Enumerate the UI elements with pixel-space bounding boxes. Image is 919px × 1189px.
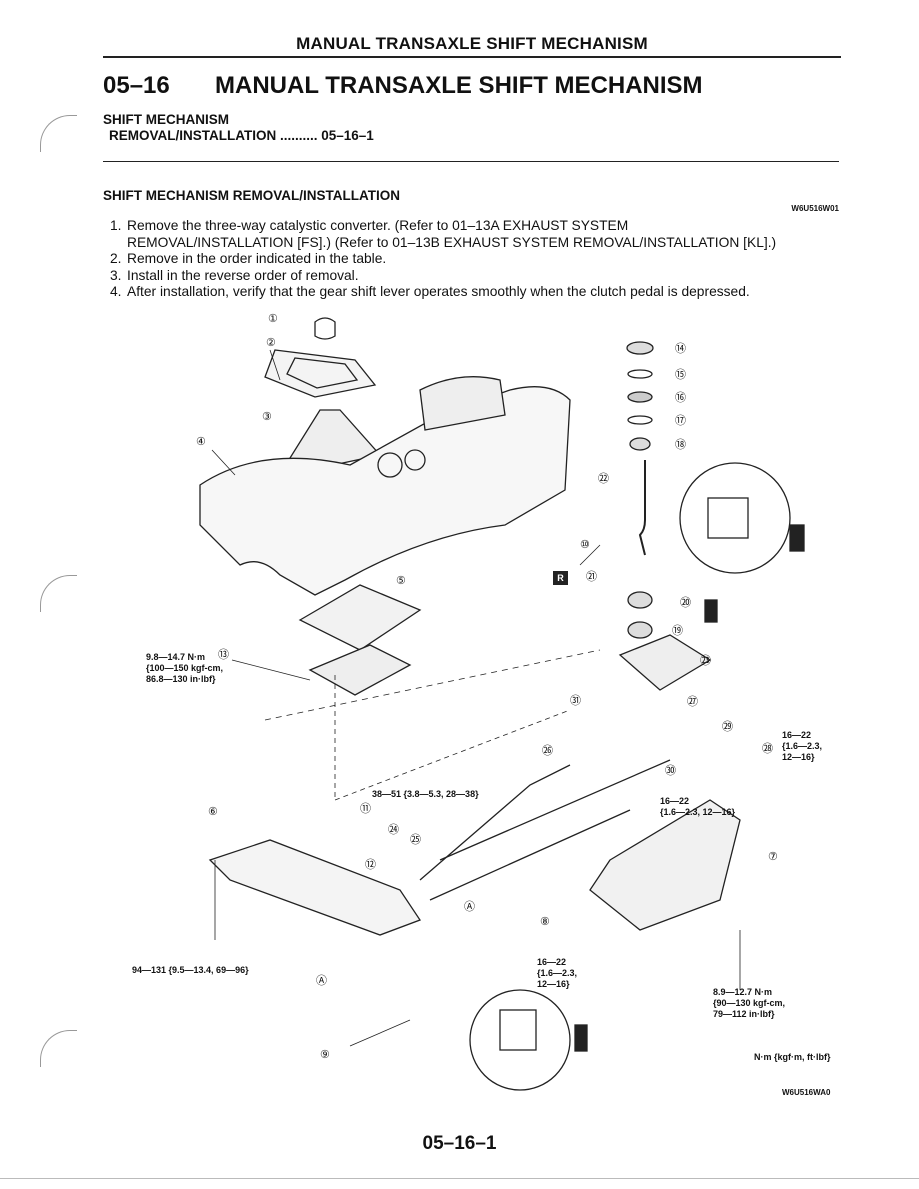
callout-15: ⑮ [675, 368, 686, 381]
callout-31: ㉛ [570, 694, 581, 707]
callout-a-upper: Ⓐ [464, 900, 475, 913]
torque-spec-38: 38—51 {3.8—5.3, 28—38} [372, 789, 479, 799]
callout-6: ⑥ [208, 806, 218, 818]
callout-11: ⑪ [360, 802, 371, 815]
center-console [199, 386, 571, 596]
section-title: 05–16 MANUAL TRANSAXLE SHIFT MECHANISM [103, 72, 703, 100]
callout-26: ㉖ [542, 744, 553, 757]
torque-spec-28: 16—22 {1.6—2.3, 12—16} [782, 730, 823, 762]
callout-17: ⑰ [675, 414, 686, 427]
torque-spec-8: 16—22 {1.6—2.3, 12—16} [537, 957, 578, 989]
callout-8: ⑧ [540, 916, 550, 928]
callout-20: ⑳ [680, 596, 691, 609]
detail-view-top [679, 462, 791, 574]
toc-rule [103, 161, 839, 162]
callout-10: ⑩ [580, 539, 590, 551]
section-name: MANUAL TRANSAXLE SHIFT MECHANISM [215, 72, 703, 99]
procedure-code: W6U516W01 [791, 204, 839, 213]
callout-25: ㉕ [410, 833, 421, 846]
callout-5: ⑤ [396, 575, 406, 587]
callout-7: ⑦ [768, 851, 778, 863]
extension-bar [589, 799, 741, 931]
table-of-contents: SHIFT MECHANISM REMOVAL/INSTALLATION ...… [103, 112, 374, 144]
callout-30: ㉚ [665, 764, 676, 777]
callout-12: ⑫ [365, 858, 376, 871]
exploded-view-diagram: ① ② ③ ④ ⑤ ⑥ ⑦ ⑧ ⑨ ⑩ ⑪ ⑫ ⑬ ⑭ ⑮ ⑯ ⑰ ⑱ ⑲ ⑳ … [196, 313, 805, 1091]
procedure-steps: 1.Remove the three-way catalystic conver… [110, 218, 776, 301]
toc-group: SHIFT MECHANISM [103, 112, 229, 127]
callout-2: ② [266, 337, 276, 349]
mount-plate [298, 584, 422, 651]
shift-rod [419, 764, 571, 881]
shifter-base [618, 634, 712, 691]
section-number: 05–16 [103, 72, 170, 99]
running-header: MANUAL TRANSAXLE SHIFT MECHANISM [296, 34, 648, 53]
replace-badge: R [553, 571, 568, 585]
callout-13: ⑬ [218, 648, 229, 661]
callout-19: ⑲ [672, 624, 683, 637]
torque-spec-13: 9.8—14.7 N·m {100—150 kgf-cm, 86.8—130 i… [146, 652, 224, 684]
callout-29: ㉙ [722, 720, 733, 733]
crossmember [208, 839, 421, 936]
torque-spec-middle: 16—22 {1.6—2.3, 12—16} [660, 796, 736, 817]
step-item: 1.Remove the three-way catalystic conver… [110, 218, 629, 233]
boot-frame [264, 349, 377, 398]
callout-21: ㉑ [586, 570, 597, 583]
callout-24: ㉔ [388, 823, 399, 836]
torque-spec-6: 94—131 {9.5—13.4, 69—96} [132, 965, 249, 975]
callout-1: ① [268, 313, 278, 325]
page-number: 05–16–1 [422, 1133, 497, 1154]
callout-18: ⑱ [675, 438, 686, 451]
callout-4: ④ [196, 436, 206, 448]
margin-mark-bottom [40, 1030, 77, 1067]
detail-view-bottom [469, 989, 571, 1091]
callout-14: ⑭ [675, 342, 686, 355]
torque-spec-7: 8.9—12.7 N·m {90—130 kgf-cm, 79—112 in·l… [713, 987, 786, 1019]
shift-boot [289, 409, 382, 471]
footer-rule [0, 1178, 919, 1179]
toc-entry[interactable]: REMOVAL/INSTALLATION .......... 05–16–1 [109, 128, 374, 143]
callout-23: ㉓ [700, 654, 711, 667]
margin-mark-middle [40, 575, 77, 612]
shift-lever [638, 460, 646, 556]
callout-3: ③ [262, 411, 272, 423]
callout-a-lower: Ⓐ [316, 974, 327, 987]
step-item-continued: REMOVAL/INSTALLATION [FS].) (Refer to 01… [127, 234, 777, 250]
callout-9: ⑨ [320, 1049, 330, 1061]
units-note: N·m {kgf·m, ft·lbf} [754, 1052, 831, 1062]
procedure-title: SHIFT MECHANISM REMOVAL/INSTALLATION [103, 188, 400, 203]
callout-22: ㉒ [598, 472, 609, 485]
step-item: 2.Remove in the order indicated in the t… [110, 251, 387, 266]
callout-16: ⑯ [675, 391, 686, 404]
callout-27: ㉗ [687, 695, 698, 708]
figure-code: W6U516WA0 [782, 1088, 831, 1097]
control-rod [429, 809, 631, 901]
step-item: 3.Install in the reverse order of remova… [110, 267, 359, 283]
margin-mark-top [40, 115, 77, 152]
step-item: 4.After installation, verify that the ge… [110, 284, 750, 299]
callout-28: ㉘ [762, 742, 773, 755]
shift-knob [314, 317, 336, 340]
header-rule [103, 56, 841, 58]
grease-can-icon [789, 524, 805, 552]
